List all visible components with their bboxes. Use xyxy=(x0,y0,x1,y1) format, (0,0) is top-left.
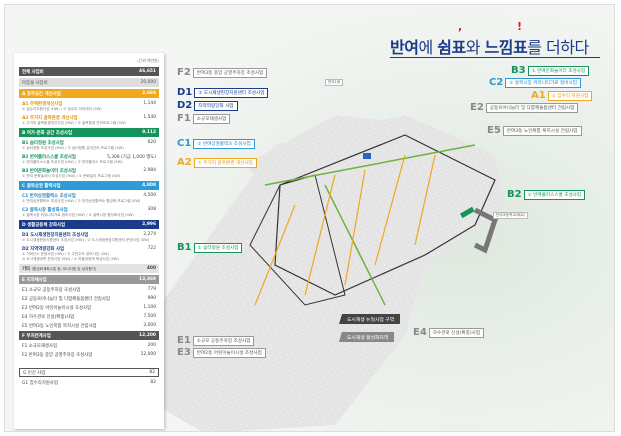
project-detail: ① 반여상권활력소 조성사업 (HW) / ② 반여상권활력소 활성화 프로그램… xyxy=(22,199,141,203)
project-detail: ① 도시재생현장지원센터 조성사업 (HW) / ② 도시재생현장지원센터 운영… xyxy=(22,238,150,242)
project-detail: ① 반여 문화놀이터 조성사업 (HW) / ② 문화놀이 프로그램 (SW) xyxy=(22,174,121,178)
project-detail: ③ 도시재생대학 운영사업 (SW) / ④ 마을공동체 육성사업 (SW) xyxy=(22,257,119,261)
zone-newdeal: 도시재생 뉴딜사업 구역 xyxy=(339,314,401,324)
unit-note: (단위:백만원) xyxy=(137,58,159,63)
zone-active: 도시재생 활성화지역 xyxy=(339,332,395,342)
project-detail: ① 반여플러스스쿨 조성사업 (HW) / ② 반여플러스 프로그램 (SW) xyxy=(22,160,123,164)
newdeal-boundary xyxy=(274,134,496,296)
project-detail: ① 거버넌스 운영사업 (SW) / ② 주민주도 공모사업 (SW) xyxy=(22,252,109,256)
category-etc: 기타 (활성화계획수립 등, 모니터링 및 성과평가)400 xyxy=(19,264,159,273)
title-underline xyxy=(390,57,600,58)
project-detail: ① 집수리지원사업 (HW) / ② 집수리 아카데미 (SW) xyxy=(22,107,102,111)
project-detail: ① 골목시장 커뮤니티가로 정비사업 (HW) / ② 골목시장 활성화사업 (… xyxy=(22,213,134,217)
project-detail: ① 주거지 골목환경개선사업 (HW) / ② 골목환경 관리프로그램 (SW) xyxy=(22,121,126,125)
place-school: 반여초등학교(폐교) xyxy=(493,212,529,219)
project-detail: ① 숨터정원 조성사업 (HW) / ② 숨터정원 유지관리 프로그램 (SW) xyxy=(22,146,124,150)
place-dong1: 반여1동 xyxy=(325,79,344,86)
headline: , ! 반여에 쉼표와 느낌표를 더하다 xyxy=(390,20,614,62)
